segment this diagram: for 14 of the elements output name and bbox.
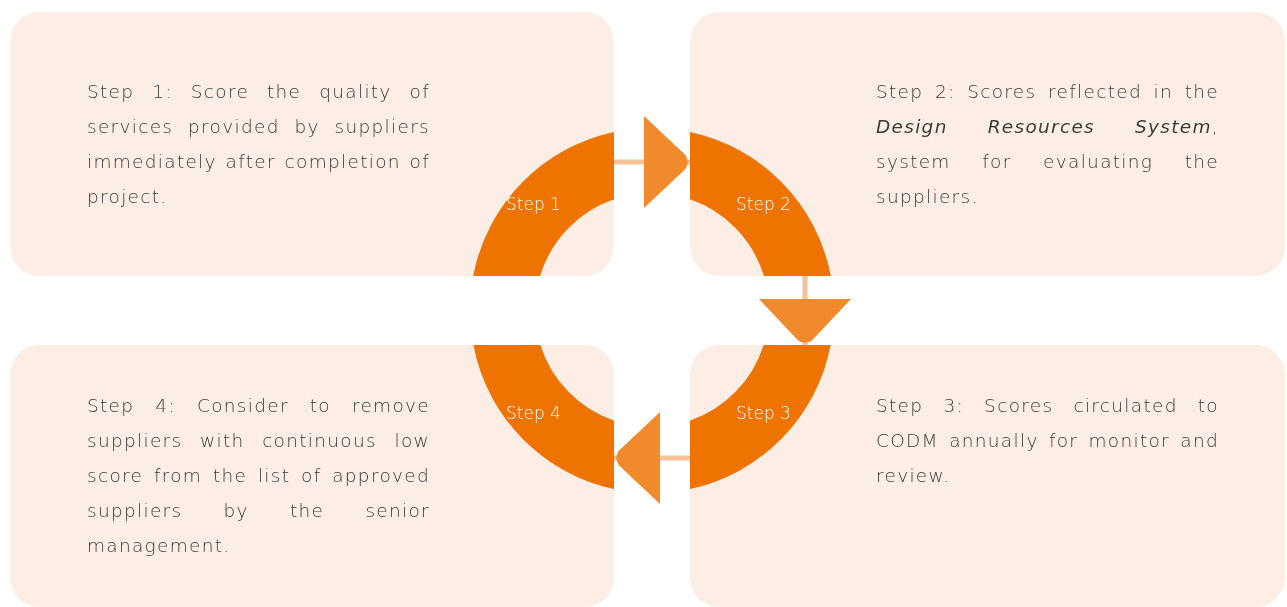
step-label: Step 1: [506, 194, 561, 214]
step-description: Step 4: Consider to remove suppliers with continuous low score from the list of approved suppliers by the senior management.: [87, 394, 430, 558]
ring-segment: [470, 132, 614, 276]
step-description: Step 3: Scores circulated to CODM annually for monitor and review.: [876, 394, 1219, 488]
step-card: [690, 12, 1285, 276]
step-card: [690, 345, 1285, 607]
step-card: [10, 12, 614, 276]
step-label: Step 4: [506, 403, 561, 423]
step-label: Step 3: [736, 403, 791, 423]
step-label: Step 2: [736, 194, 791, 214]
step-card: [10, 345, 614, 607]
step-description: Step 1: Score the quality of services provided by suppliers immediately after completion of project.: [87, 80, 430, 209]
step-description: Step 2: Scores reflected in the Design Resources System, system for evaluating the suppliers.: [876, 80, 1219, 209]
ring-segment: [690, 132, 834, 276]
